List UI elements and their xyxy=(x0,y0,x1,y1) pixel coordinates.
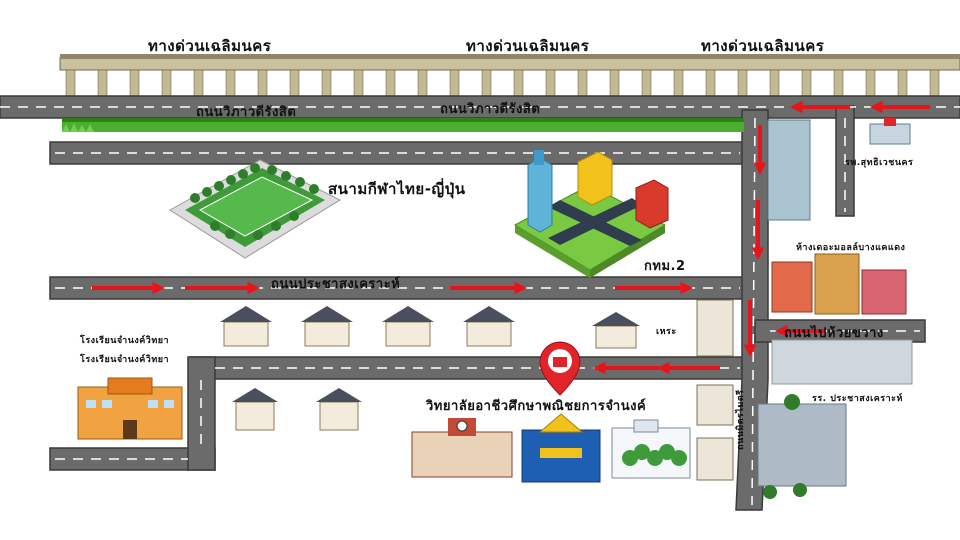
road-label-huai-khwang: ถนนไปห้วยขวาง xyxy=(784,326,884,341)
hospital-icon xyxy=(869,118,911,145)
expressway-label-1: ทางด่วนเฉลิมนคร xyxy=(148,37,272,55)
school-left-label-1: โรงเรียนจำนงค์วิทยา xyxy=(80,336,170,346)
pracha-nivet-label: รร. ประชาสงเคราะห์ xyxy=(812,394,903,404)
grass-strip xyxy=(62,118,744,132)
condo-label: ห้างเดอะมอลล์บางแคแดง xyxy=(796,243,906,253)
location-pin xyxy=(539,341,581,396)
school-left-label-2: โรงเรียนจำนงค์วิทยา xyxy=(80,355,170,365)
college-buildings xyxy=(411,341,691,483)
expressway-label-2: ทางด่วนเฉลิมนคร xyxy=(466,37,590,55)
house-3 xyxy=(382,306,434,347)
school-left xyxy=(77,377,183,440)
road-label-mitmaitri: ถนนมิตรไมตรี xyxy=(736,389,746,450)
road-label-pracha-songkhro: ถนนประชาสงเคราะห์ xyxy=(271,277,401,292)
school-red xyxy=(411,418,513,478)
road-left-vertical xyxy=(187,356,216,471)
road-label-vibhavadi-2: ถนนวิภาวดีรังสิต xyxy=(440,102,541,117)
city-block xyxy=(513,150,669,278)
hospital-label: รพ.สุทธิเวชนคร xyxy=(845,158,914,168)
college-label: วิทยาลัยอาชีวศึกษาพณิชยการจำนงค์ xyxy=(426,399,647,414)
stadium-label: สนามกีฬาไทย-ญี่ปุ่น xyxy=(328,180,466,198)
roads xyxy=(0,95,960,511)
house-6 xyxy=(232,388,278,431)
school-white xyxy=(611,419,691,479)
expressway-label-3: ทางด่วนเฉลิมนคร xyxy=(701,37,825,55)
road-label-vibhavadi-1: ถนนวิภาวดีรังสิต xyxy=(196,105,297,120)
right-buildings xyxy=(757,118,913,499)
stadium xyxy=(169,159,342,259)
route-arrows xyxy=(92,100,930,375)
mark-label: เหระ xyxy=(656,327,677,337)
house-7 xyxy=(316,388,362,431)
school-yellow xyxy=(521,413,601,483)
house-4 xyxy=(463,306,515,347)
house-1 xyxy=(220,306,272,347)
houses-row xyxy=(220,306,640,431)
house-2 xyxy=(301,306,353,347)
house-5 xyxy=(592,312,640,349)
bushes xyxy=(622,444,687,466)
townhouses xyxy=(696,299,734,481)
kkm2-label: กทม.2 xyxy=(644,259,686,274)
expressway xyxy=(59,54,960,99)
expressway-pillars xyxy=(65,69,940,99)
